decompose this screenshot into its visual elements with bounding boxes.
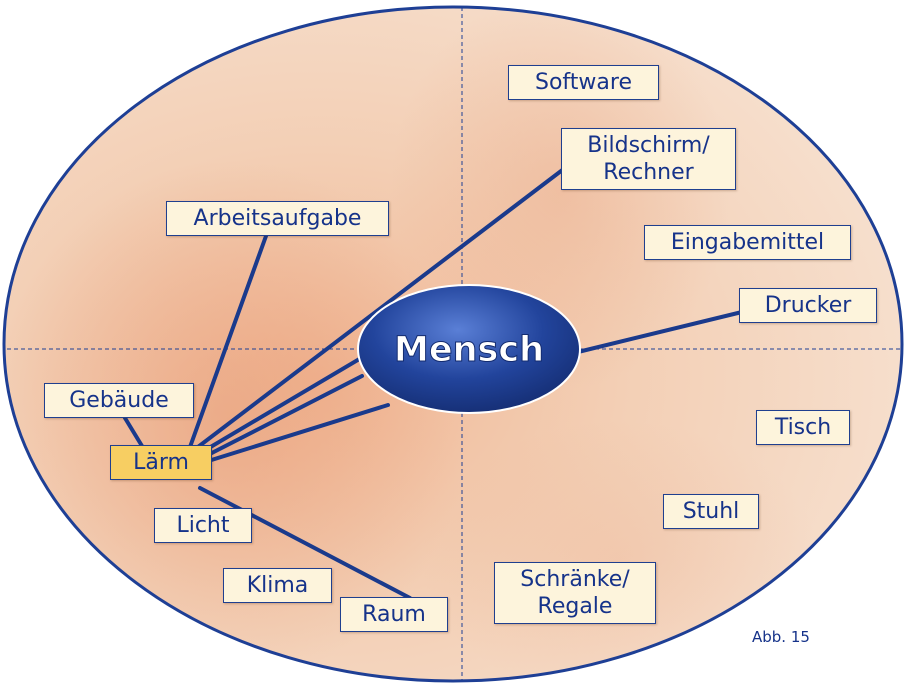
node-eingabemittel: Eingabemittel [644,225,851,260]
node-laerm: Lärm [110,445,212,480]
center-node: Mensch [358,285,580,413]
node-arbeitsaufgabe: Arbeitsaufgabe [166,201,389,236]
node-raum: Raum [340,597,448,632]
node-stuhl: Stuhl [663,494,759,529]
node-gebaeude: Gebäude [44,383,194,418]
node-klima: Klima [223,568,332,603]
node-bildschirm-rechner: Bildschirm/ Rechner [561,128,736,190]
node-drucker: Drucker [739,288,877,323]
figure-caption: Abb. 15 [752,628,810,646]
center-label: Mensch [394,330,544,370]
node-tisch: Tisch [756,410,850,445]
node-schraenke-regale: Schränke/ Regale [494,562,656,624]
node-licht: Licht [154,508,252,543]
node-software: Software [508,65,659,100]
